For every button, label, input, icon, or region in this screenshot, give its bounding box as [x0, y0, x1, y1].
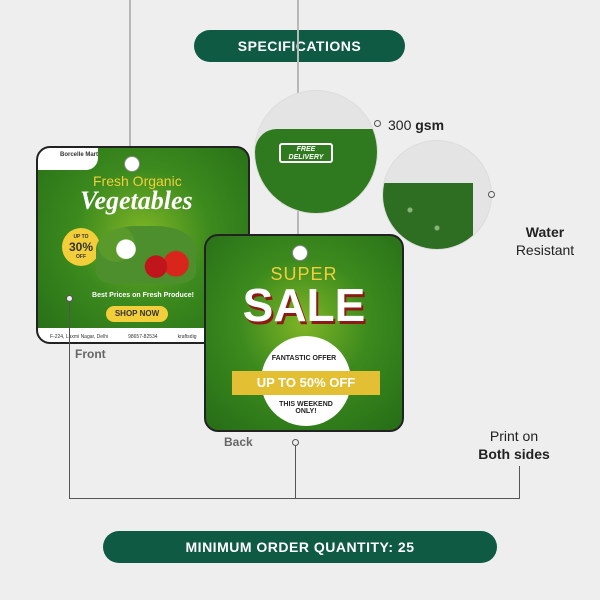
back-tag: SUPER SALE FANTASTIC OFFER UP TO 50% OFF… — [204, 234, 404, 432]
website: kraftsdig — [177, 334, 197, 340]
both-sides-text: Both sides — [478, 446, 550, 462]
sale-text: SALE — [242, 279, 366, 331]
phone: 98657-82534 — [128, 334, 158, 340]
print-spec: Print on Both sides — [468, 427, 560, 463]
water-text: Water — [525, 224, 565, 240]
discount-ribbon: UP TO 50% OFF — [232, 371, 380, 395]
brand-logo: Borcelle Mart — [38, 148, 98, 170]
fantastic-offer: FANTASTIC OFFER — [271, 355, 337, 362]
water-connector-dot — [488, 191, 495, 198]
print-connector-line — [519, 466, 520, 499]
front-tagline: Best Prices on Fresh Produce! — [92, 292, 194, 299]
super-text: SUPER — [270, 264, 338, 284]
front-connector-dot — [66, 295, 73, 302]
badge-top: UP TO — [73, 234, 89, 240]
minimum-order-footer: MINIMUM ORDER QUANTITY: 25 — [103, 531, 497, 563]
back-connector-line — [295, 446, 296, 498]
badge-value: 30% — [68, 240, 94, 254]
water-resistant-zoom — [382, 140, 492, 250]
paper-thickness-zoom: FREE DELIVERY — [254, 90, 378, 214]
shop-now-button: SHOP NOW — [106, 306, 168, 322]
front-tag: Borcelle Mart Fresh Organic Vegetables U… — [36, 146, 250, 344]
back-connector-dot — [292, 439, 299, 446]
gsm-value: 300 — [388, 117, 412, 133]
water-droplets-surface — [383, 183, 473, 249]
gsm-connector-dot — [374, 120, 381, 127]
print-on-text: Print on — [489, 428, 539, 444]
badge-bottom: OFF — [76, 254, 86, 260]
zoomed-tag-corner — [255, 129, 377, 213]
back-hole — [292, 245, 308, 261]
discount-badge: UP TO 30% OFF — [62, 228, 100, 266]
address: F-224, Laxmi Nagar, Delhi — [50, 334, 109, 340]
vegetables-image — [96, 226, 196, 284]
gsm-unit: gsm — [415, 117, 445, 133]
bracket-bottom-line — [69, 498, 520, 499]
free-delivery-truck-icon: FREE DELIVERY — [279, 143, 333, 163]
front-label: Front — [75, 347, 106, 361]
weekend-text: THIS WEEKEND ONLY! — [279, 401, 333, 415]
front-footer-bar: F-224, Laxmi Nagar, Delhi 98657-82534 kr… — [38, 328, 248, 342]
specifications-header: SPECIFICATIONS — [194, 30, 405, 62]
front-string — [129, 0, 131, 150]
back-label: Back — [224, 435, 253, 449]
front-headline-1: Fresh Organic — [93, 173, 182, 189]
front-hole — [124, 156, 140, 172]
front-headline-2: Vegetables — [80, 186, 193, 215]
front-connector-line — [69, 302, 70, 499]
gsm-spec: 300 gsm — [388, 116, 444, 134]
resistant-text: Resistant — [515, 242, 575, 258]
